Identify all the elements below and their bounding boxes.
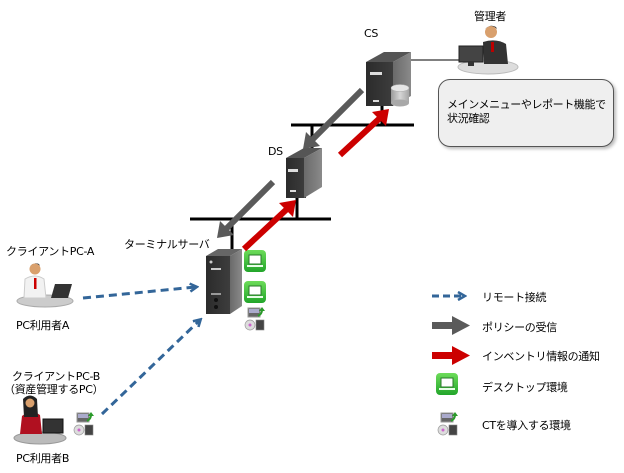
policy-arrow-ds-to-terminal	[217, 179, 276, 238]
admin-label: 管理者	[474, 10, 507, 23]
admin-user-icon	[457, 25, 519, 75]
legend-label: CTを導入する環境	[482, 419, 571, 432]
ct-install-environment-icon	[73, 412, 94, 436]
policy-arrow-cs-to-ds	[303, 87, 365, 149]
legend-label: デスクトップ環境	[482, 381, 568, 394]
client-a-user-icon	[16, 263, 74, 308]
remote-connection-arrow-b	[100, 320, 200, 416]
terminal-server-label: ターミナルサーバ	[124, 238, 210, 251]
callout-line-1: メインメニューやレポート機能で	[447, 98, 606, 111]
legend-desktop-icon	[436, 373, 458, 395]
legend-label: ポリシーの受信	[482, 321, 557, 334]
desktop-environment-icon	[244, 250, 266, 272]
desktop-environment-icon	[244, 281, 266, 303]
callout-line-2: 状況確認	[447, 112, 490, 125]
ds-server-icon	[286, 148, 322, 198]
legend-ct-icon	[437, 412, 458, 436]
cs-label: CS	[364, 27, 379, 40]
cs-server-icon	[366, 52, 411, 107]
terminal-server-icon	[206, 249, 242, 314]
remote-connection-arrow-a	[82, 287, 196, 300]
ds-label: DS	[268, 145, 283, 158]
legend-policy-icon	[432, 316, 470, 335]
client-b-user-icon	[13, 395, 67, 445]
status-check-callout: メインメニューやレポート機能で 状況確認	[438, 79, 614, 147]
legend-inventory-icon	[432, 346, 470, 365]
network-bus-ds	[190, 198, 331, 250]
legend-label: インベントリ情報の通知	[482, 350, 600, 363]
client-b-subtitle: （資産管理するPC）	[4, 383, 104, 396]
inventory-arrow-ds-to-cs	[337, 109, 389, 158]
client-a-title: クライアントPC-A	[6, 245, 95, 258]
client-a-user-label: PC利用者A	[16, 319, 70, 332]
inventory-arrow-terminal-to-ds	[241, 200, 296, 252]
legend-label: リモート接続	[482, 291, 547, 304]
client-b-title: クライアントPC-B	[12, 370, 100, 383]
ct-install-environment-icon	[244, 307, 265, 331]
client-b-user-label: PC利用者B	[16, 452, 70, 465]
